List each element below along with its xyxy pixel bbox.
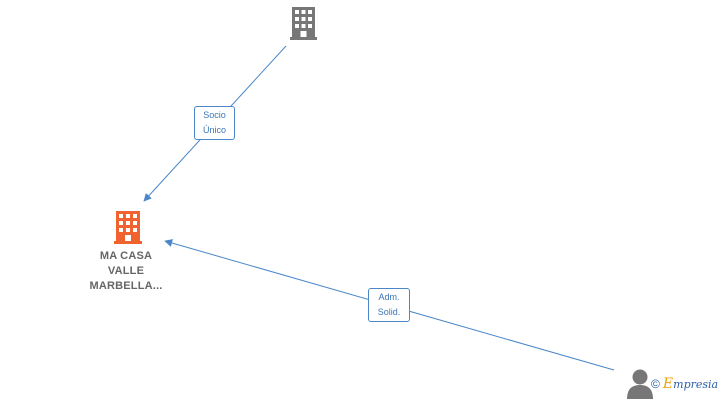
company-name-line: MARBELLA... [89, 280, 163, 292]
edge-label-line: Adm. [378, 292, 400, 302]
edge-label-socio-unico: Socio Único [194, 106, 235, 140]
empresia-watermark: © Empresia [651, 376, 718, 392]
company-name-line: MA CASA [99, 250, 153, 262]
edge-label-adm-solid: Adm. Solid. [368, 288, 410, 322]
edge-label-line: Solid. [377, 307, 401, 317]
building-icon[interactable] [114, 211, 142, 244]
edge-label-line: Socio [203, 110, 226, 120]
company-name-line: VALLE [107, 265, 145, 277]
company-name-label[interactable]: MA CASA VALLE MARBELLA... [76, 249, 176, 294]
brand-name: Empresia [662, 376, 719, 392]
copyright-symbol: © [651, 377, 660, 391]
building-icon[interactable] [290, 7, 317, 40]
edge-label-line: Único [202, 125, 226, 135]
person-icon[interactable] [627, 369, 653, 400]
